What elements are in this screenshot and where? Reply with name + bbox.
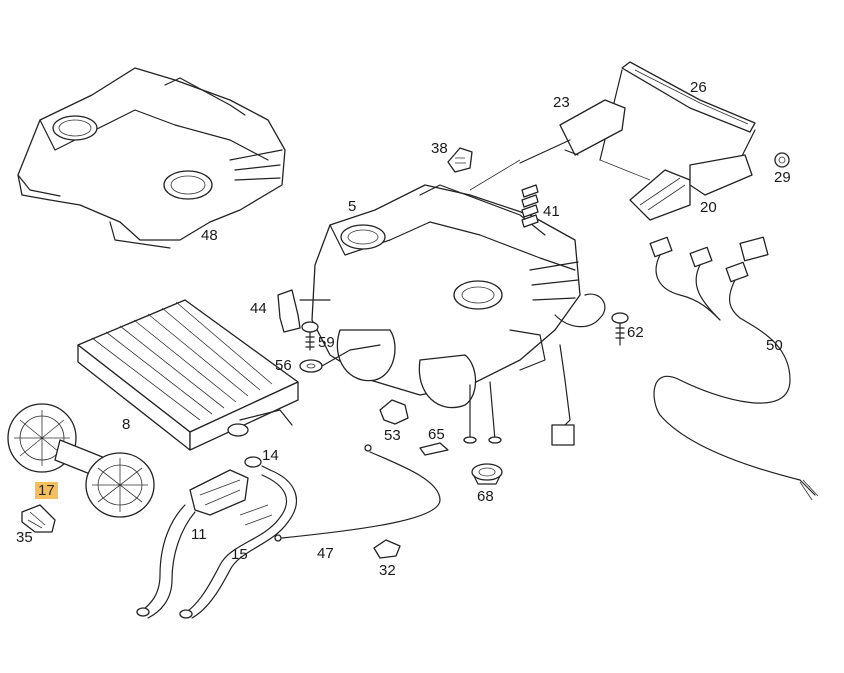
callout-14[interactable]: 14 [262,447,279,464]
part-59-screw[interactable] [301,321,319,351]
part-17-blower-motor[interactable] [7,403,155,518]
part-35-clip[interactable] [21,504,56,533]
part-15-hose[interactable] [179,469,298,619]
callout-47[interactable]: 47 [317,545,334,562]
callout-26[interactable]: 26 [690,79,707,96]
callout-68[interactable]: 68 [477,488,494,505]
part-38-clip[interactable] [447,147,473,173]
callout-59[interactable]: 59 [318,334,335,351]
callout-41[interactable]: 41 [543,203,560,220]
part-14-fitting[interactable] [244,456,271,471]
part-56-washer[interactable] [299,344,381,373]
callout-11[interactable]: 11 [191,526,207,543]
callout-5[interactable]: 5 [348,198,357,215]
part-44-bracket[interactable] [277,289,331,333]
callout-29[interactable]: 29 [774,169,791,186]
callout-8[interactable]: 8 [122,416,131,433]
part-62-screw[interactable] [611,312,629,346]
callout-20[interactable]: 20 [700,199,717,216]
callout-23[interactable]: 23 [553,94,570,111]
part-65-bracket[interactable] [419,442,449,456]
part-48-housing-cover[interactable] [17,67,286,249]
callout-44[interactable]: 44 [250,300,267,317]
callout-65[interactable]: 65 [428,426,445,443]
part-47-cable[interactable] [274,444,441,542]
callout-62[interactable]: 62 [627,324,644,341]
part-53-clip[interactable] [379,399,409,425]
part-20-flap-assembly[interactable] [629,154,753,221]
part-41-clips[interactable] [521,184,539,228]
callout-38[interactable]: 38 [431,140,448,157]
part-29-knob[interactable] [774,152,790,168]
callout-17-highlighted[interactable]: 17 [35,482,58,499]
part-68-grommet[interactable] [471,463,503,485]
part-11-hose-valve[interactable] [136,469,249,619]
callout-35[interactable]: 35 [16,529,33,546]
part-23-flap[interactable] [519,99,626,164]
part-5-heater-box[interactable] [311,184,606,446]
callout-50[interactable]: 50 [766,337,783,354]
part-26-strip[interactable] [599,61,756,161]
callout-48[interactable]: 48 [201,227,218,244]
callout-15[interactable]: 15 [231,546,248,563]
callout-53[interactable]: 53 [384,427,401,444]
callout-56[interactable]: 56 [275,357,292,374]
callout-32[interactable]: 32 [379,562,396,579]
part-50-wiring-harness[interactable] [649,236,819,501]
part-8-heater-core[interactable] [77,299,299,451]
part-32-clip[interactable] [373,539,401,559]
